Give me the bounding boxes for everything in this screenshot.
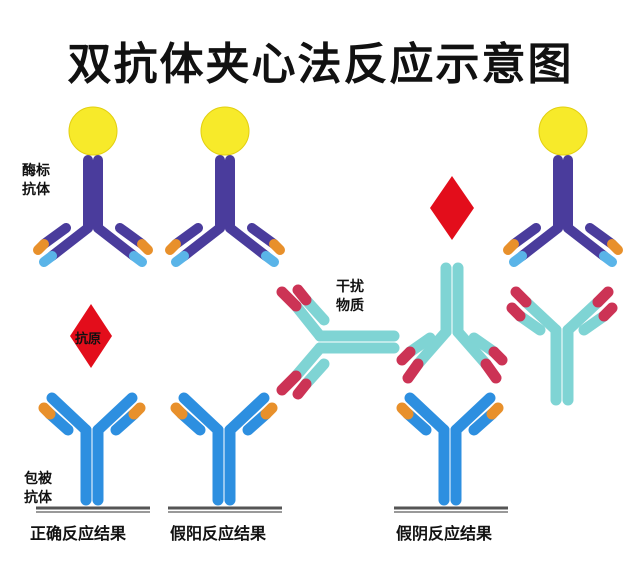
result-false-positive: 假阳反应结果 (170, 524, 267, 543)
antigen-3 (430, 176, 474, 240)
coating-antibody-label-line1: 包被 (24, 471, 52, 487)
coating-antibody-label-line2: 抗体 (24, 490, 52, 506)
interference-label-line1: 干扰 (336, 279, 364, 295)
coating-antibody-3 (394, 392, 508, 513)
result-correct: 正确反应结果 (30, 524, 127, 543)
interference-antibody-col3 (396, 262, 508, 384)
interference-antibody-horizontal (276, 284, 400, 400)
enzyme-label-4 (538, 106, 588, 156)
result-false-negative: 假阴反应结果 (396, 524, 493, 543)
coating-antibody-1 (36, 392, 150, 513)
coating-antibody-2 (168, 392, 282, 513)
enzyme-antibody-label-line1: 酶标 (22, 163, 50, 179)
coating-antibody-label: 包被 抗体 (24, 470, 52, 508)
enzyme-antibody-label: 酶标 抗体 (22, 162, 50, 200)
enzyme-antibody-label-line2: 抗体 (22, 182, 50, 198)
enzyme-label-2 (200, 106, 250, 156)
enzyme-label-1 (68, 106, 118, 156)
interference-antibody-col4 (506, 286, 618, 406)
antibody-heavy-chains-4 (517, 155, 609, 261)
enzyme-antibody-4 (503, 106, 623, 267)
antibody-light-chains-1 (33, 223, 153, 267)
antibody-heavy-chains-2 (179, 155, 271, 261)
enzyme-antibody-1 (33, 106, 153, 267)
antigen-label: 抗原 (74, 332, 101, 347)
antibody-heavy-chains-1 (47, 155, 139, 261)
antigen-1 (70, 304, 112, 368)
page-title: 双抗体夹心法反应示意图 (67, 39, 574, 90)
antibody-light-chains-4 (503, 223, 623, 267)
interference-label: 干扰 物质 (336, 278, 364, 316)
antibody-light-chains-2 (165, 223, 285, 267)
interference-label-line2: 物质 (336, 298, 364, 314)
enzyme-antibody-2 (165, 106, 285, 267)
